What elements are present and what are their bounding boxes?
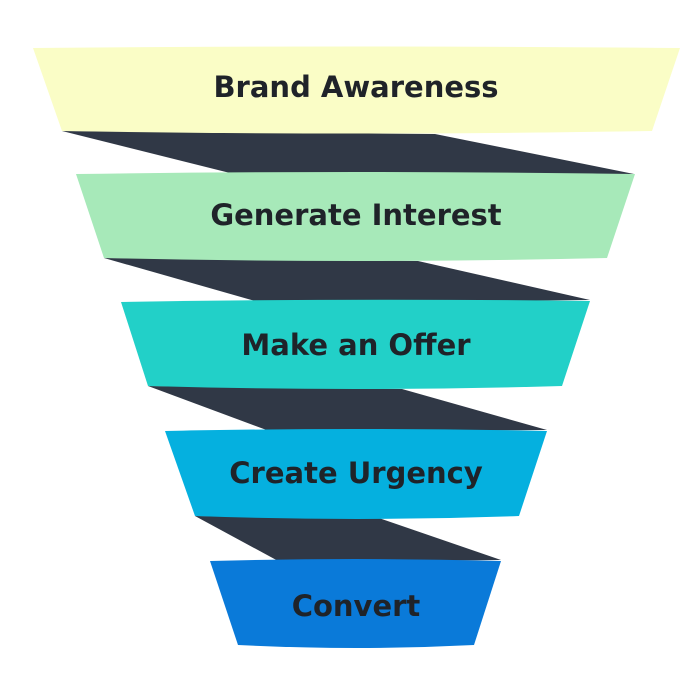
stage-band-3 bbox=[121, 299, 590, 389]
funnel-connectors bbox=[62, 131, 634, 562]
connector-1 bbox=[62, 131, 634, 176]
funnel-stage-5: Convert bbox=[210, 559, 501, 648]
stage-band-4 bbox=[165, 429, 547, 519]
stage-label-4: Create Urgency bbox=[229, 456, 483, 490]
funnel-stage-4: Create Urgency bbox=[165, 429, 547, 519]
connector-4 bbox=[195, 516, 501, 562]
connector-2 bbox=[104, 258, 590, 303]
stage-band-1 bbox=[33, 46, 680, 134]
funnel-stage-2: Generate Interest bbox=[76, 172, 635, 261]
stage-label-3: Make an Offer bbox=[241, 328, 471, 362]
stage-label-5: Convert bbox=[292, 589, 421, 623]
stage-band-5 bbox=[210, 559, 501, 648]
funnel-stage-3: Make an Offer bbox=[121, 299, 590, 389]
stage-label-1: Brand Awareness bbox=[213, 70, 498, 104]
funnel-stage-1: Brand Awareness bbox=[33, 46, 680, 134]
stage-band-2 bbox=[76, 172, 635, 261]
connector-3 bbox=[148, 386, 547, 432]
stage-label-2: Generate Interest bbox=[210, 198, 501, 232]
